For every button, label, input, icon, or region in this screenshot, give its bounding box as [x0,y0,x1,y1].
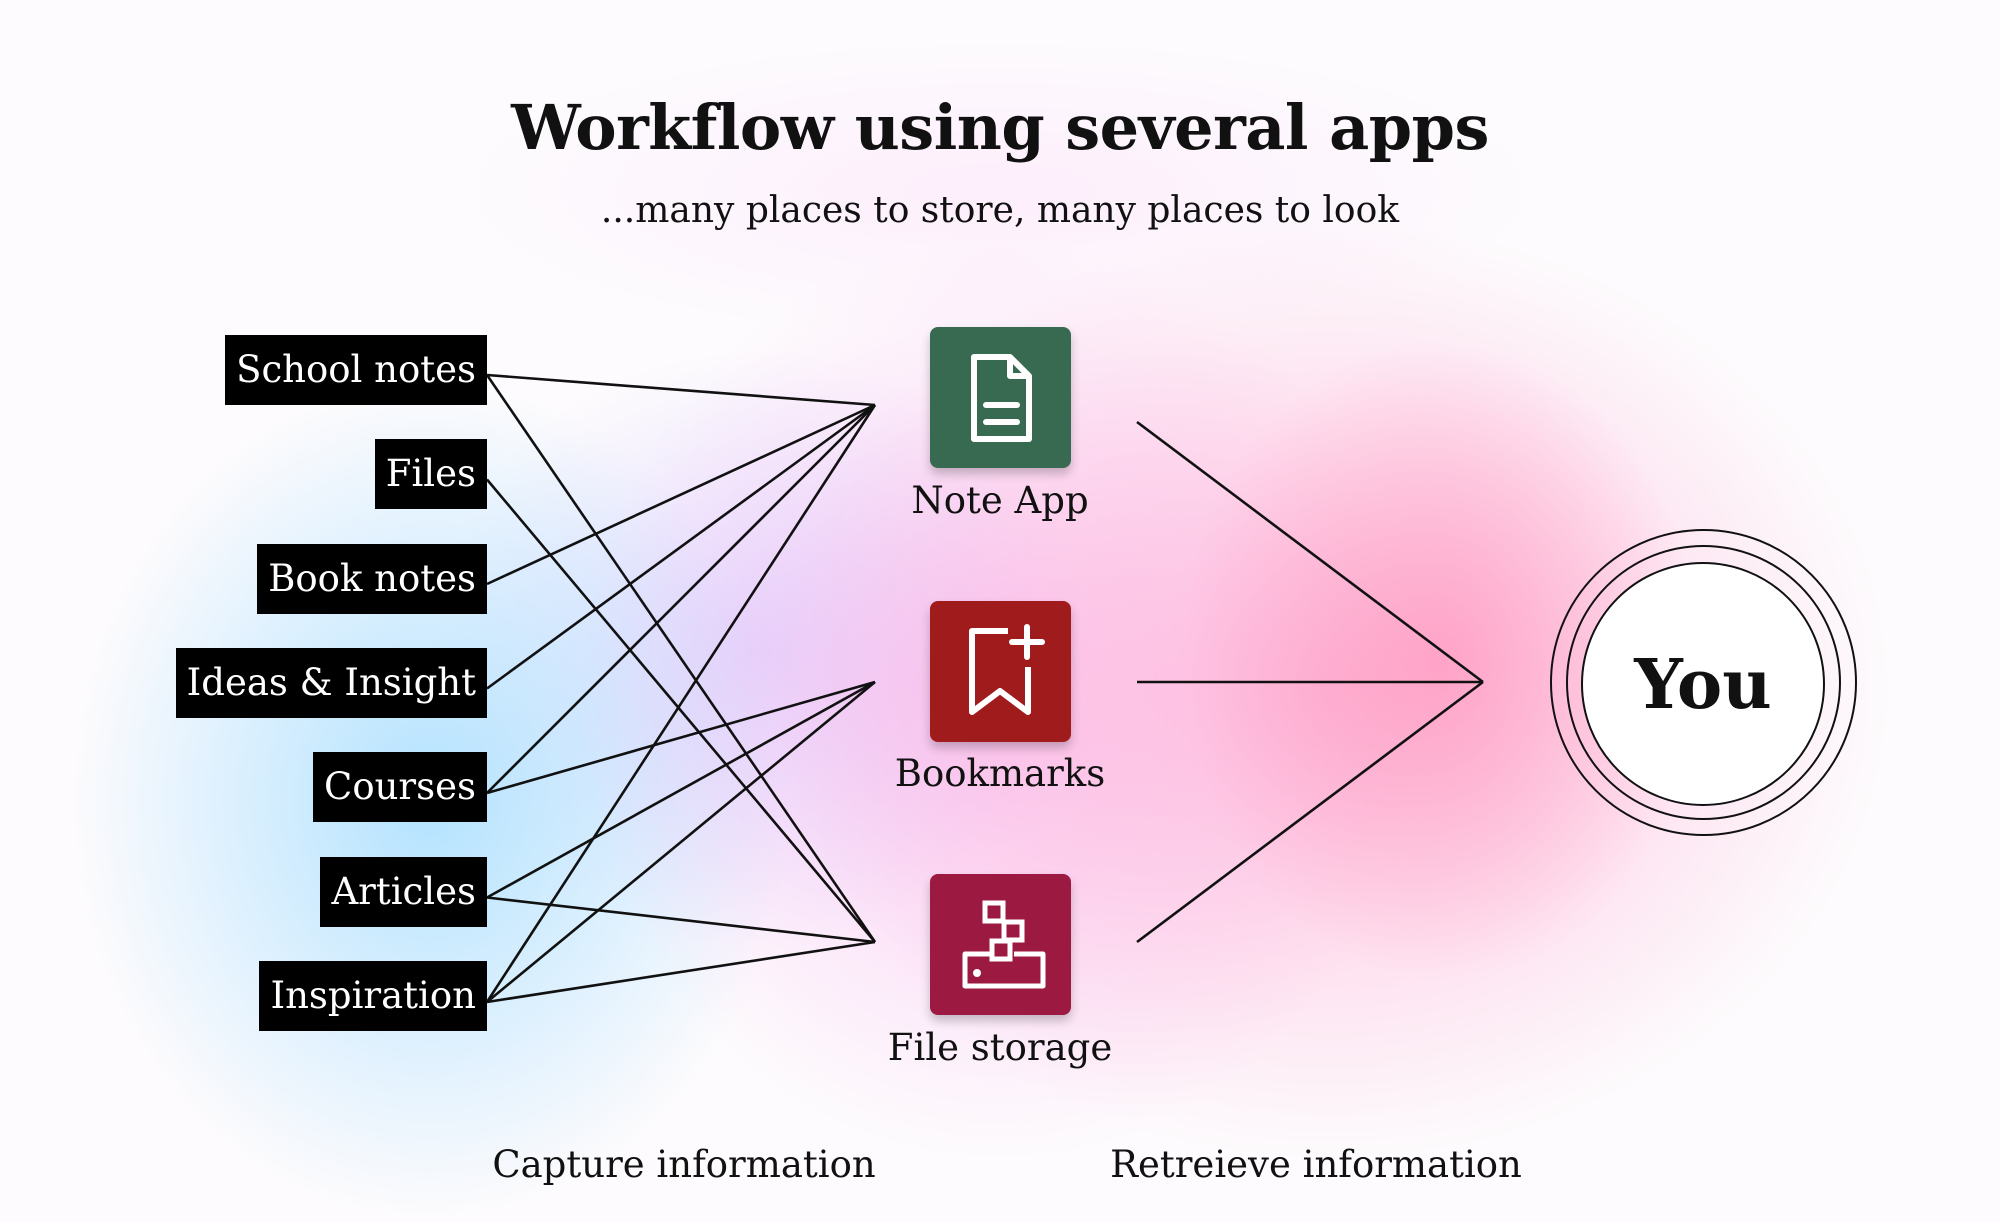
capture-line-4-bookmarks [486,680,876,795]
source-courses: Courses [313,752,487,822]
you-circle [1581,562,1825,806]
retrieve-line-file-storage [1136,680,1484,944]
capture-line-0-note-app [486,373,876,407]
capture-line-0-file-storage [485,374,877,943]
retrieve-stage-label: Retreieve information [1110,1143,1522,1186]
note-app-label: Note App [911,479,1089,522]
source-school-notes: School notes [225,335,487,405]
bookmarks-label: Bookmarks [894,752,1106,795]
diagram-title: Workflow using several apps [511,91,1489,164]
bookmark-add-icon [969,624,1045,715]
note-app-icon [930,327,1071,468]
bookmarks-icon [930,601,1071,742]
you-label: You [1634,645,1772,725]
you-outer-ring [1550,529,1857,836]
capture-line-6-note-app [485,404,877,1003]
file-storage-icon [930,874,1071,1015]
capture-line-6-bookmarks [486,680,876,1004]
file-storage-icon [962,900,1046,989]
capture-line-5-bookmarks [486,680,876,899]
source-articles: Articles [320,857,487,927]
capture-line-1-file-storage [486,478,876,943]
source-files: Files [374,439,487,509]
document-icon [971,354,1032,442]
capture-line-2-note-app [486,403,876,586]
capture-line-5-file-storage [486,896,876,944]
capture-line-3-note-app [486,403,876,690]
capture-line-6-file-storage [486,940,876,1004]
retrieve-line-note-app [1136,420,1484,684]
file-storage-label: File storage [887,1026,1113,1069]
capture-stage-label: Capture information [492,1143,876,1186]
you-middle-ring [1566,545,1841,820]
capture-line-4-note-app [486,404,876,794]
source-ideas-insight: Ideas & Insight [175,648,487,718]
source-inspiration: Inspiration [259,961,487,1031]
diagram-subtitle: ...many places to store, many places to … [600,190,1400,231]
source-book-notes: Book notes [257,544,487,614]
